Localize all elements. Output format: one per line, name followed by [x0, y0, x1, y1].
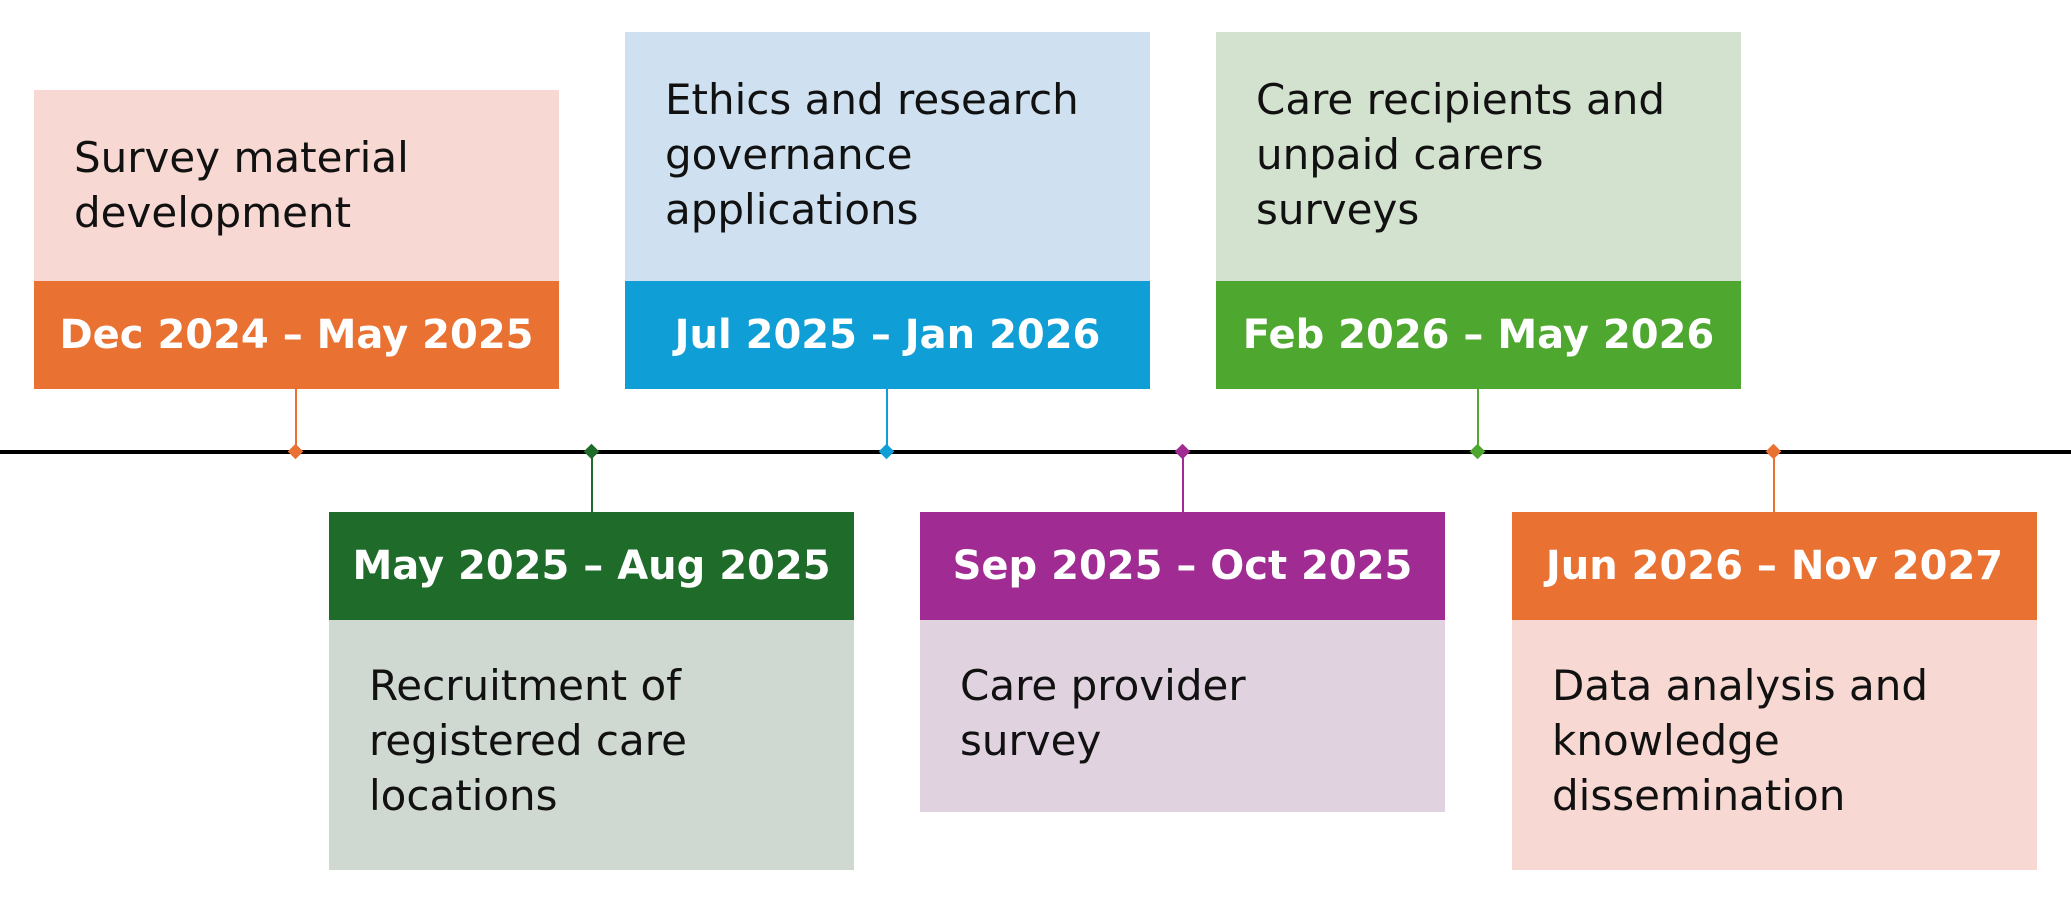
- connector-5: [1477, 389, 1479, 449]
- phase-card-1: Survey material development Dec 2024 – M…: [34, 90, 559, 389]
- phase-date-4: Sep 2025 – Oct 2025: [920, 512, 1445, 620]
- connector-6: [1773, 456, 1775, 512]
- phase-date-3: Jul 2025 – Jan 2026: [625, 281, 1150, 389]
- phase-card-3: Ethics and research governance applicati…: [625, 32, 1150, 389]
- phase-date-2: May 2025 – Aug 2025: [329, 512, 854, 620]
- phase-date-5: Feb 2026 – May 2026: [1216, 281, 1741, 389]
- phase-description-1: Survey material development: [34, 90, 559, 281]
- phase-description-6: Data analysis and knowledge disseminatio…: [1512, 620, 2037, 870]
- phase-card-2: May 2025 – Aug 2025 Recruitment of regis…: [329, 512, 854, 870]
- phase-description-4: Care provider survey: [920, 620, 1445, 812]
- connector-1: [295, 389, 297, 449]
- phase-date-1: Dec 2024 – May 2025: [34, 281, 559, 389]
- phase-description-2: Recruitment of registered care locations: [329, 620, 854, 870]
- phase-card-6: Jun 2026 – Nov 2027 Data analysis and kn…: [1512, 512, 2037, 870]
- connector-3: [886, 389, 888, 449]
- phase-description-5: Care recipients and unpaid carers survey…: [1216, 32, 1741, 281]
- phase-card-4: Sep 2025 – Oct 2025 Care provider survey: [920, 512, 1445, 812]
- connector-4: [1182, 456, 1184, 512]
- phase-date-6: Jun 2026 – Nov 2027: [1512, 512, 2037, 620]
- connector-2: [591, 456, 593, 512]
- timeline-axis: [0, 450, 2071, 454]
- phase-card-5: Care recipients and unpaid carers survey…: [1216, 32, 1741, 389]
- phase-description-3: Ethics and research governance applicati…: [625, 32, 1150, 281]
